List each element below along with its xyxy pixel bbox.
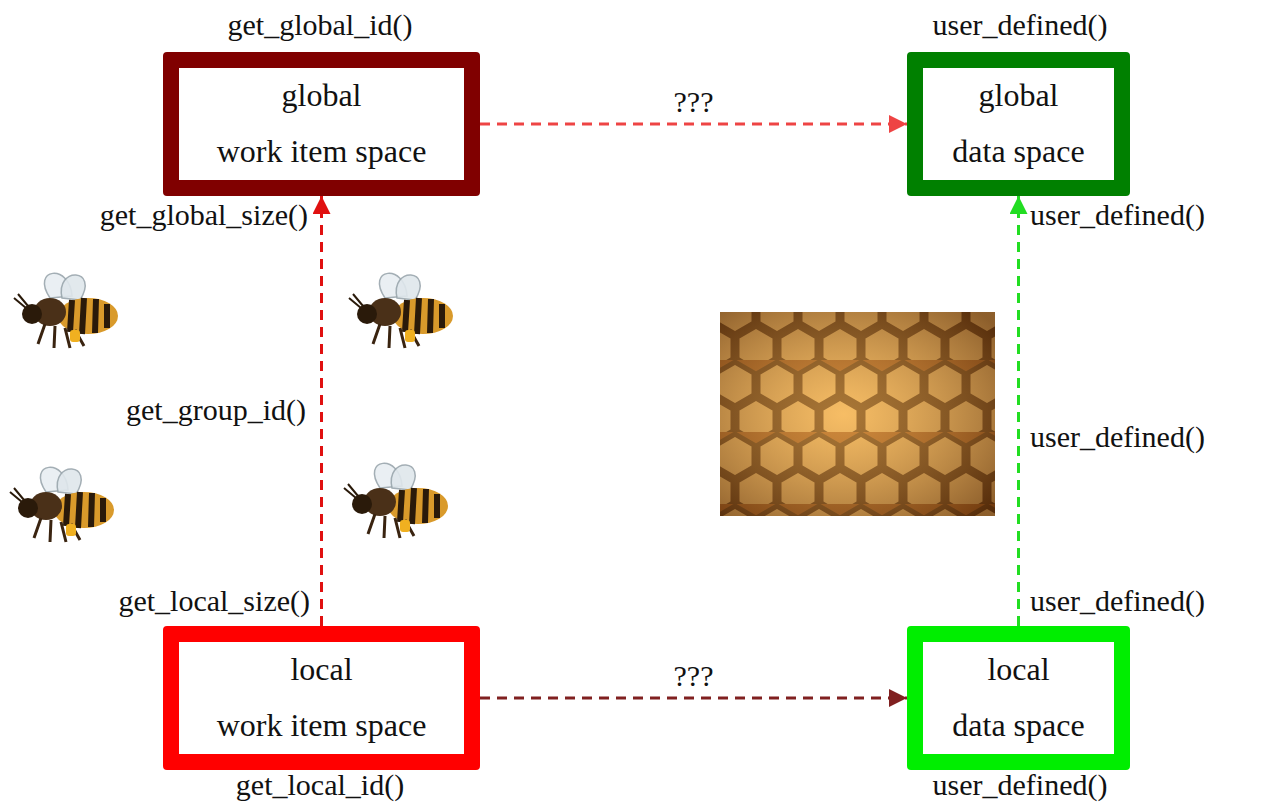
- box-text: global: [282, 78, 362, 113]
- box-text: local: [290, 652, 352, 687]
- function-label: user_defined(): [933, 8, 1108, 43]
- space-box: local work item space: [163, 626, 480, 770]
- space-box: local data space: [907, 626, 1130, 770]
- dashed-arrow: [320, 196, 323, 626]
- space-box: global work item space: [163, 52, 480, 196]
- dashed-arrow: [1017, 196, 1020, 626]
- edge-label: ???: [671, 659, 717, 692]
- bee-picture: [10, 467, 114, 542]
- function-label: user_defined(): [1030, 584, 1205, 619]
- dashed-arrow: [480, 123, 907, 126]
- honeycomb-picture: [720, 312, 995, 516]
- box-text: global: [979, 78, 1059, 113]
- function-label: get_global_size(): [100, 198, 308, 233]
- bee-picture: [344, 463, 448, 538]
- bee-picture: [349, 273, 453, 348]
- space-box: global data space: [907, 52, 1130, 196]
- box-text: work item space: [217, 708, 427, 743]
- function-label: get_local_size(): [118, 584, 310, 619]
- box-text: data space: [952, 134, 1084, 169]
- dashed-arrow: [480, 697, 907, 700]
- function-label: user_defined(): [933, 768, 1108, 803]
- edge-label: ???: [671, 85, 717, 118]
- function-label: get_local_id(): [236, 768, 404, 803]
- function-label: get_global_id(): [228, 8, 413, 43]
- box-text: data space: [952, 708, 1084, 743]
- function-label: user_defined(): [1030, 420, 1205, 455]
- box-text: work item space: [217, 134, 427, 169]
- function-label: get_group_id(): [126, 393, 306, 428]
- function-label: user_defined(): [1030, 198, 1205, 233]
- bee-picture: [14, 273, 118, 348]
- box-text: local: [987, 652, 1049, 687]
